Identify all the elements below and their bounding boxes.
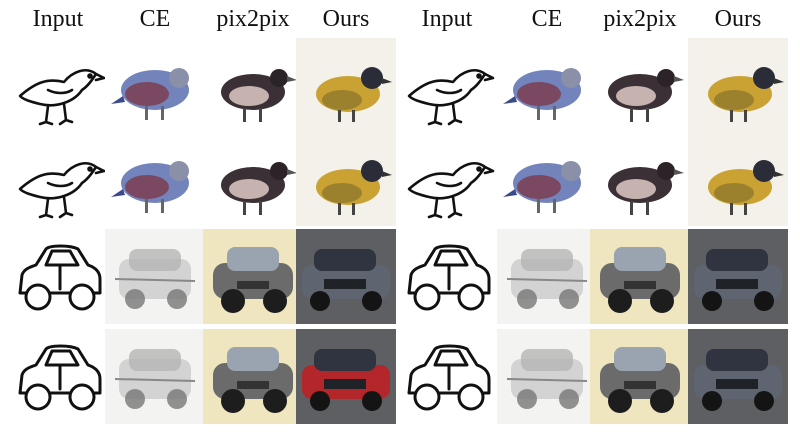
grid-cell-r3-c2 [203, 329, 303, 424]
grid-cell-r0-c1 [105, 38, 205, 133]
grid-cell-r3-c4 [397, 329, 497, 424]
grid-cell-r1-c7 [688, 131, 788, 226]
grid-cell-r2-c1 [105, 229, 205, 324]
grid-cell-r1-c2 [203, 131, 303, 226]
grid-cell-r0-c0 [8, 38, 108, 133]
grid-cell-r0-c2 [203, 38, 303, 133]
header-pix2pix-right: pix2pix [603, 6, 677, 32]
grid-cell-r1-c3 [296, 131, 396, 226]
grid-cell-r1-c4 [397, 131, 497, 226]
grid-cell-r2-c7 [688, 229, 788, 324]
grid-cell-r1-c6 [590, 131, 690, 226]
header-input-right: Input [421, 6, 473, 32]
grid-cell-r3-c7 [688, 329, 788, 424]
grid-cell-r3-c0 [8, 329, 108, 424]
grid-cell-r3-c1 [105, 329, 205, 424]
grid-cell-r2-c3 [296, 229, 396, 324]
grid-cell-r0-c6 [590, 38, 690, 133]
header-ce-left: CE [139, 6, 171, 32]
grid-cell-r0-c3 [296, 38, 396, 133]
grid-cell-r3-c6 [590, 329, 690, 424]
header-input-left: Input [32, 6, 84, 32]
header-ours-right: Ours [714, 6, 762, 32]
grid-cell-r2-c2 [203, 229, 303, 324]
grid-cell-r1-c5 [497, 131, 597, 226]
grid-cell-r0-c4 [397, 38, 497, 133]
header-ce-right: CE [531, 6, 563, 32]
grid-cell-r2-c5 [497, 229, 597, 324]
grid-cell-r1-c1 [105, 131, 205, 226]
header-pix2pix-left: pix2pix [216, 6, 290, 32]
grid-cell-r2-c6 [590, 229, 690, 324]
grid-cell-r2-c4 [397, 229, 497, 324]
header-ours-left: Ours [322, 6, 370, 32]
grid-cell-r0-c7 [688, 38, 788, 133]
grid-cell-r3-c3 [296, 329, 396, 424]
grid-cell-r0-c5 [497, 38, 597, 133]
grid-cell-r1-c0 [8, 131, 108, 226]
grid-cell-r3-c5 [497, 329, 597, 424]
grid-cell-r2-c0 [8, 229, 108, 324]
